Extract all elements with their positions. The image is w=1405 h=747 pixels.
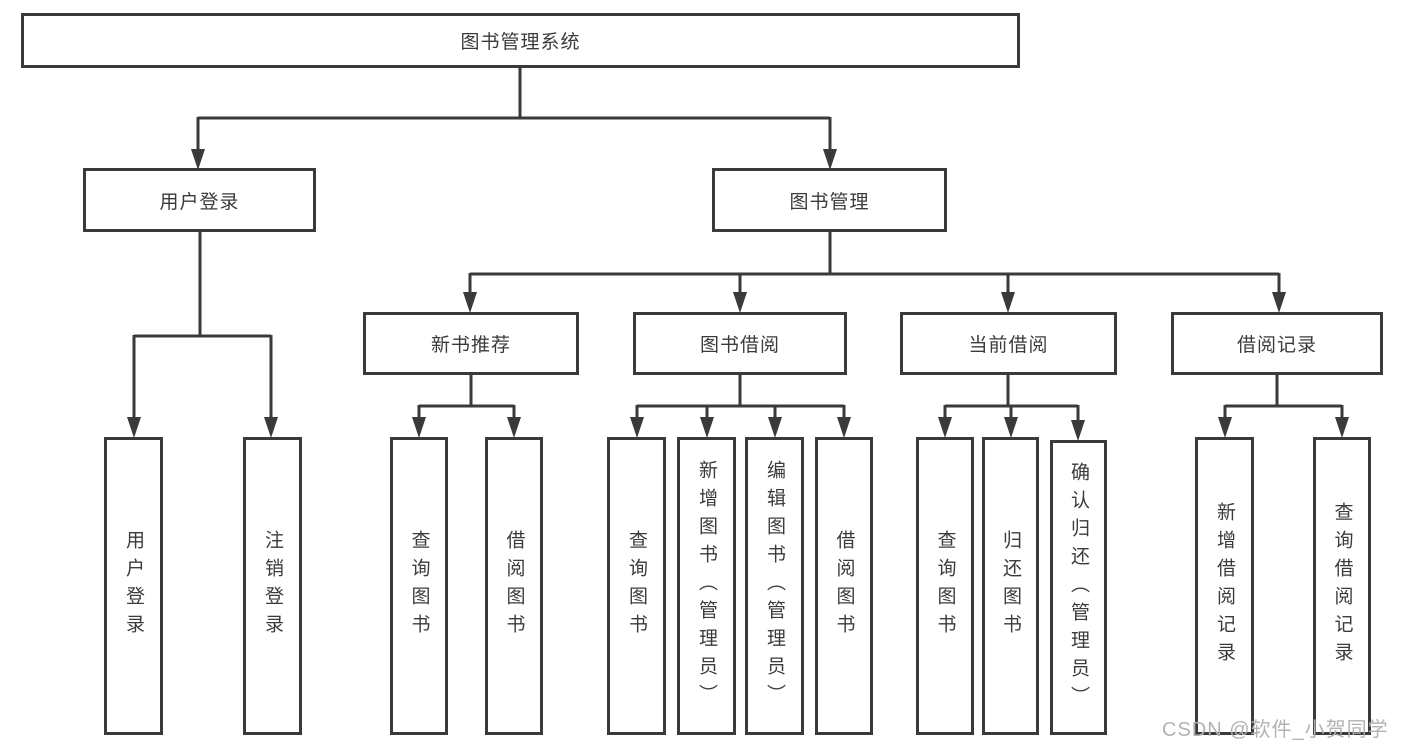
node-leaf-query-books: 查询图书	[916, 437, 974, 735]
node-leaf-borrow-books: 借阅图书	[815, 437, 873, 735]
node-leaf-add-books-admin: 新增图书（管理员）	[677, 437, 736, 735]
node-label: 用户登录	[159, 191, 240, 213]
node-label: 查询图书	[408, 530, 430, 642]
node-leaf-borrow-books: 借阅图书	[485, 437, 543, 735]
node-current-borrowing: 当前借阅	[900, 312, 1117, 375]
node-book-management: 图书管理	[712, 168, 947, 232]
node-label: 当前借阅	[968, 335, 1049, 356]
node-label: 查询图书	[626, 530, 647, 642]
node-leaf-query-borrow-record: 查询借阅记录	[1313, 437, 1371, 735]
node-leaf-edit-books-admin: 编辑图书（管理员）	[745, 437, 804, 735]
node-label: 新增借阅记录	[1214, 502, 1235, 670]
node-library-management-system: 图书管理系统	[21, 13, 1020, 68]
node-label: 查询借阅记录	[1331, 502, 1353, 670]
node-label: 新增图书（管理员）	[696, 460, 717, 712]
csdn-watermark: CSDN @软件_小贺同学	[1162, 719, 1389, 741]
node-user-login: 用户登录	[83, 168, 316, 232]
node-leaf-return-books: 归还图书	[982, 437, 1039, 735]
node-label: 借阅图书	[503, 530, 525, 642]
node-label: 确认归还（管理员）	[1068, 461, 1089, 714]
node-label: 归还图书	[1000, 530, 1021, 642]
node-label: 编辑图书（管理员）	[764, 460, 785, 712]
node-label: 注销登录	[262, 530, 283, 642]
node-leaf-add-borrow-record: 新增借阅记录	[1195, 437, 1254, 735]
node-new-book-recommend: 新书推荐	[363, 312, 579, 375]
node-label: 借阅记录	[1236, 335, 1317, 356]
node-leaf-logout: 注销登录	[243, 437, 302, 735]
node-borrowing-records: 借阅记录	[1171, 312, 1383, 375]
node-leaf-query-books: 查询图书	[607, 437, 666, 735]
node-label: 查询图书	[934, 530, 956, 642]
node-leaf-confirm-return-admin: 确认归还（管理员）	[1050, 440, 1107, 735]
node-leaf-query-books: 查询图书	[390, 437, 448, 735]
node-label: 借阅图书	[833, 530, 855, 642]
node-label: 新书推荐	[430, 335, 511, 356]
node-label: 用户登录	[123, 530, 144, 642]
node-leaf-user-login: 用户登录	[104, 437, 163, 735]
node-label: 图书管理系统	[460, 32, 581, 53]
node-label: 图书管理	[789, 191, 870, 213]
node-book-borrowing: 图书借阅	[633, 312, 847, 375]
node-label: 图书借阅	[699, 335, 780, 356]
